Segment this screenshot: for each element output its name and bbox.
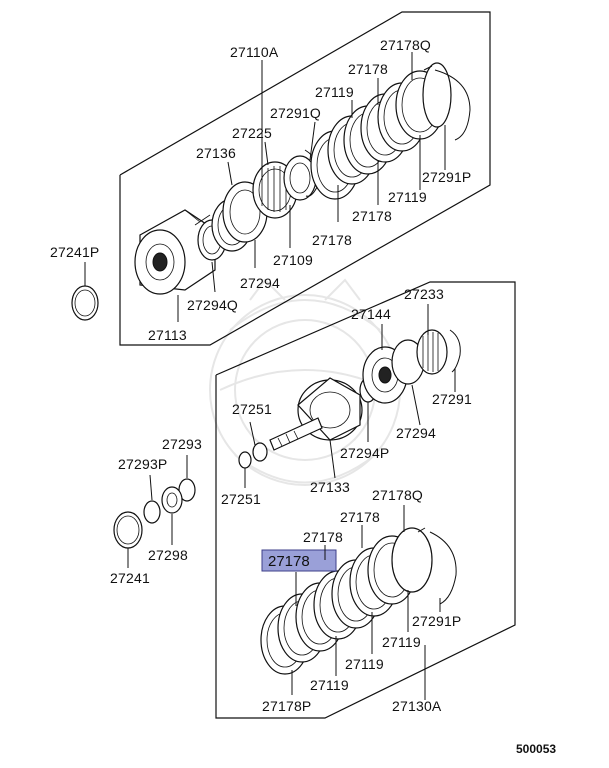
part-lower-clutch-pack[interactable]: [260, 527, 433, 675]
label-27178-top2[interactable]: 27178: [352, 208, 392, 224]
label-27144[interactable]: 27144: [351, 306, 391, 322]
label-27110a[interactable]: 27110A: [230, 44, 279, 60]
part-27233-bearing[interactable]: [416, 329, 448, 375]
label-27130a[interactable]: 27130A: [392, 698, 442, 714]
label-27178-bottom2[interactable]: 27178: [303, 529, 343, 545]
label-27251-b[interactable]: 27251: [221, 491, 261, 507]
label-27178q-top[interactable]: 27178Q: [380, 37, 431, 53]
label-27291q[interactable]: 27291Q: [270, 105, 321, 121]
label-27291p-bottom[interactable]: 27291P: [412, 613, 461, 629]
part-top-clutch-pack[interactable]: [310, 62, 452, 200]
label-27178-highlighted[interactable]: 27178: [268, 553, 310, 570]
label-27119-top2[interactable]: 27119: [388, 189, 427, 205]
label-27119-bottom3[interactable]: 27119: [310, 677, 349, 693]
label-27291p-top[interactable]: 27291P: [422, 169, 471, 185]
part-27113-drum[interactable]: [134, 209, 216, 295]
label-27178p[interactable]: 27178P: [262, 698, 311, 714]
label-27119-bottom2[interactable]: 27119: [345, 656, 384, 672]
part-27241p-snapring[interactable]: [71, 285, 99, 321]
label-27291[interactable]: 27291: [432, 391, 472, 407]
assembly-frame-27130a: [215, 281, 516, 719]
label-27113[interactable]: 27113: [148, 327, 187, 343]
label-27178-top3[interactable]: 27178: [312, 232, 352, 248]
label-27233[interactable]: 27233: [404, 286, 444, 302]
label-27241[interactable]: 27241: [110, 570, 150, 586]
label-27119-top1[interactable]: 27119: [315, 84, 354, 100]
label-27293p[interactable]: 27293P: [118, 456, 167, 472]
label-27294[interactable]: 27294: [240, 275, 280, 291]
part-27241-snapring[interactable]: [113, 511, 143, 549]
assembly-27130a: [215, 281, 516, 719]
part-27133-drum[interactable]: [269, 377, 363, 451]
label-27109[interactable]: 27109: [273, 252, 313, 268]
assembly-frame-27110a: [119, 11, 491, 346]
label-27241p[interactable]: 27241P: [50, 244, 99, 260]
label-27225[interactable]: 27225: [232, 125, 272, 141]
assembly-27110a: [119, 11, 491, 346]
label-27119-bottom1[interactable]: 27119: [382, 634, 421, 650]
figure-number: 500053: [516, 742, 556, 756]
label-27293[interactable]: 27293: [162, 436, 202, 452]
label-27294q[interactable]: 27294Q: [187, 297, 238, 313]
part-27291p-bottom-snapring[interactable]: [417, 527, 457, 605]
label-27294p[interactable]: 27294P: [340, 445, 389, 461]
label-27251-a[interactable]: 27251: [232, 401, 272, 417]
top-leader-lines: [84, 52, 446, 322]
label-27178-top1[interactable]: 27178: [348, 61, 388, 77]
part-27293-group[interactable]: [143, 478, 196, 524]
bottom-leader-lines: [127, 304, 456, 700]
label-27178-bottom1[interactable]: 27178: [340, 509, 380, 525]
label-27136[interactable]: 27136: [196, 145, 236, 161]
highlight-box-27178[interactable]: [261, 549, 337, 572]
label-27133[interactable]: 27133: [310, 479, 350, 495]
label-27298[interactable]: 27298: [148, 547, 188, 563]
label-27294-mid[interactable]: 27294: [396, 425, 436, 441]
part-27251-washers[interactable]: [238, 442, 268, 469]
part-27291-snapring[interactable]: [449, 329, 461, 373]
label-27178q-bottom[interactable]: 27178Q: [372, 487, 423, 503]
part-labels: 27110A 27178Q 27178 27119 27291Q 27225 2…: [50, 37, 556, 756]
part-27291p-top-snapring[interactable]: [423, 65, 471, 141]
